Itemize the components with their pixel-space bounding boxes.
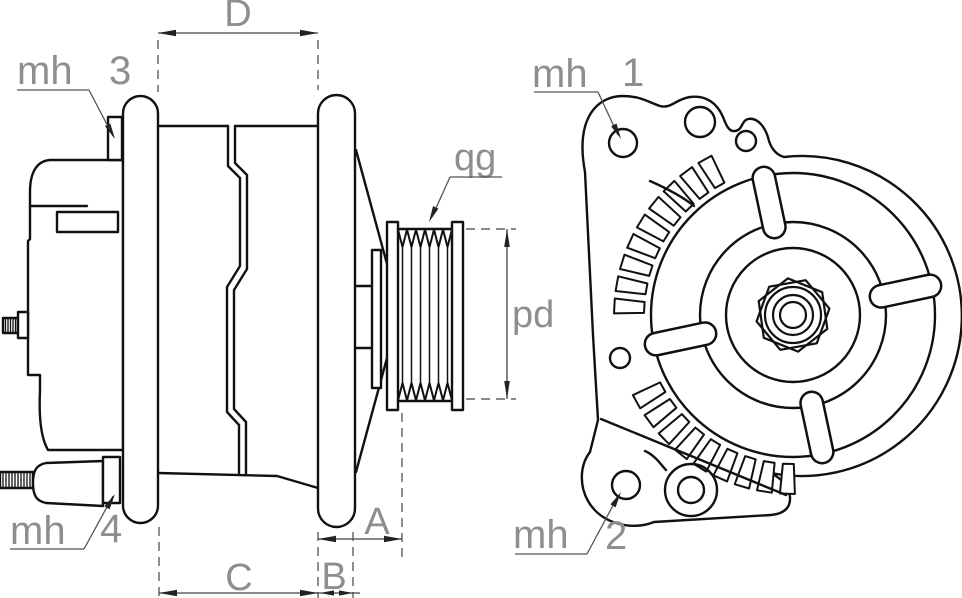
dim-label-c: C xyxy=(225,557,252,598)
dimension-pd: pd xyxy=(504,229,554,399)
dimension-b: B xyxy=(320,556,353,598)
mh1-label-prefix: mh xyxy=(532,52,588,96)
mount-tab-upper xyxy=(108,117,122,160)
mounting-hole-2 xyxy=(612,471,640,499)
drive-end-shaft xyxy=(356,150,387,472)
dim-label-b: B xyxy=(321,556,346,598)
bracket-hole-upper xyxy=(685,107,715,137)
pulley-side xyxy=(387,222,463,410)
bracket-hole-small xyxy=(736,131,756,151)
mh1-label-number: 1 xyxy=(622,51,644,95)
mounting-hole-1 xyxy=(609,129,637,157)
connector-block xyxy=(57,212,118,232)
dimension-d: D xyxy=(158,0,318,36)
front-bracket-rail xyxy=(318,95,355,527)
dim-label-d: D xyxy=(224,0,251,35)
groove-callout-label: qg xyxy=(454,137,496,179)
lower-hole-small xyxy=(678,477,704,503)
groove-callout: qg xyxy=(429,137,502,222)
mh3-label-prefix: mh xyxy=(17,49,73,93)
mount-tab-lower xyxy=(103,457,120,503)
terminal-stud-lower xyxy=(0,461,103,506)
front-view xyxy=(582,96,962,526)
mh4-label-prefix: mh xyxy=(10,509,66,553)
terminal-stud-upper xyxy=(3,312,28,338)
side-hole xyxy=(610,348,630,368)
side-view xyxy=(0,95,463,527)
mh2-label-number: 2 xyxy=(605,514,627,558)
pulley-diameter-label: pd xyxy=(512,294,554,336)
mh2-label-prefix: mh xyxy=(513,513,569,557)
mh3-label-number: 3 xyxy=(109,49,131,93)
pulley-grooves xyxy=(398,230,452,401)
rear-bracket-rail xyxy=(123,96,158,523)
rear-housing xyxy=(28,160,123,450)
dim-label-a: A xyxy=(364,501,390,543)
stator-body xyxy=(158,126,318,488)
